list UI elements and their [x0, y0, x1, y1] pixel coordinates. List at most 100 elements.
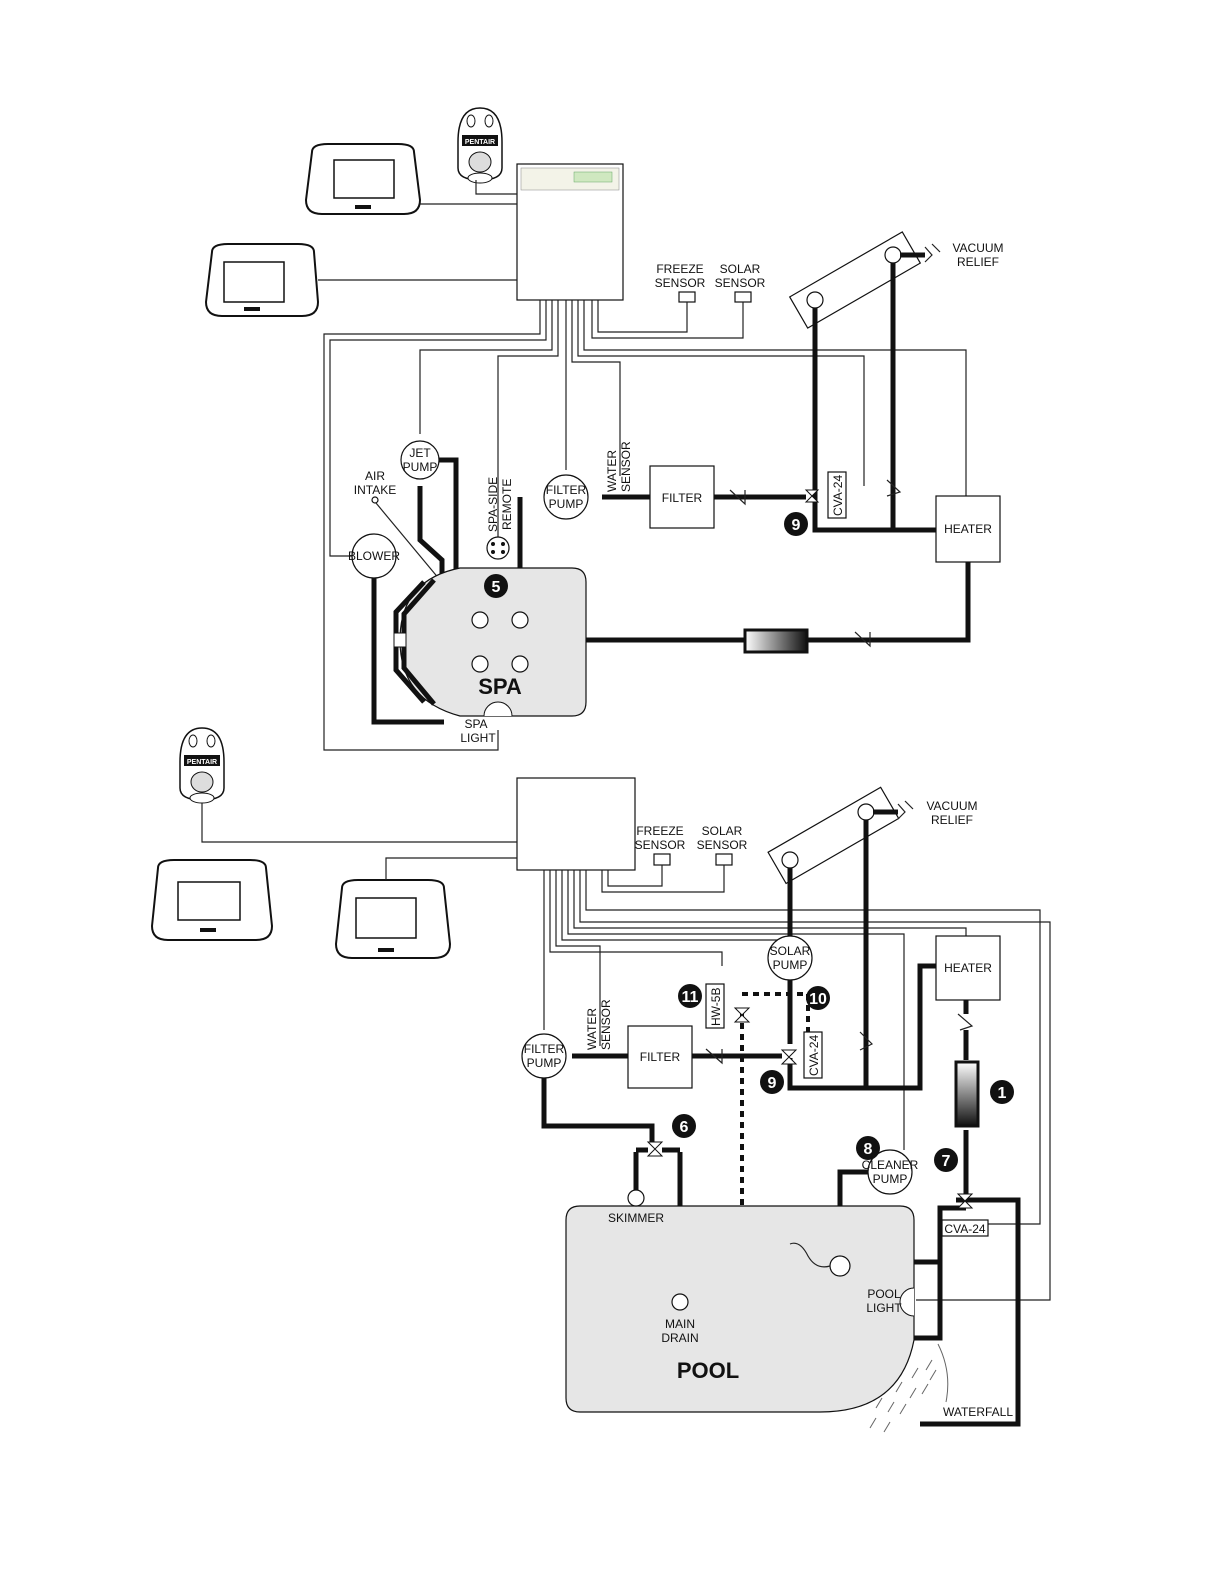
hw-valve [705, 983, 725, 1029]
waterfall [869, 1343, 949, 1433]
hw-valve-label: HW-5B [709, 988, 723, 1026]
filter-pump-label-top-2: PUMP [549, 497, 584, 511]
spa-valve-label: CVA-24 [831, 475, 845, 516]
indoor-control-panel-1 [304, 143, 422, 215]
solar-sensor-label-bottom-1: SOLAR [702, 824, 743, 838]
svg-text:10: 10 [809, 991, 827, 1008]
jet-pump-label-1: JET [409, 446, 431, 460]
vacuum-relief-label-bottom-1: VACUUM [926, 799, 977, 813]
svg-text:7: 7 [942, 1153, 951, 1170]
air-intake-label-1: AIR [365, 469, 385, 483]
wireless-remote-bottom: PENTAIR [179, 727, 225, 804]
svg-text:11: 11 [682, 989, 699, 1006]
pool-valve-label: CVA-24 [807, 1035, 821, 1076]
callout-5: 5 [484, 574, 508, 598]
freeze-sensor-label-2: SENSOR [655, 276, 706, 290]
freeze-sensor-label-1: FREEZE [656, 262, 703, 276]
heater-top [935, 495, 1001, 563]
cleaner-pump-label-1: CLEANER [862, 1158, 919, 1172]
solar-sensor-label-1: SOLAR [720, 262, 761, 276]
water-sensor-label-top-2: SENSOR [619, 441, 633, 492]
pool-light-label-1: POOL [867, 1287, 901, 1301]
svg-text:1: 1 [998, 1085, 1007, 1102]
svg-text:6: 6 [680, 1119, 689, 1136]
solar-collector-top [788, 231, 922, 329]
callout-6: 6 [672, 1114, 696, 1138]
svg-text:9: 9 [768, 1075, 777, 1092]
filter-pump-top [543, 474, 589, 520]
spa-light-label-2: LIGHT [460, 731, 496, 745]
callout-9-bottom: 9 [760, 1070, 784, 1094]
chlorinator-bottom [954, 1060, 980, 1128]
vacuum-relief-label-2: RELIEF [957, 255, 999, 269]
spa-side-remote [486, 536, 510, 560]
pool-valve-2-label: CVA-24 [944, 1222, 985, 1236]
skimmer-label: SKIMMER [608, 1211, 664, 1225]
spa-label: SPA [478, 674, 522, 699]
solar-sensor-box [734, 291, 752, 303]
water-sensor-label-bottom-2: SENSOR [599, 999, 613, 1050]
chlorinator-top [743, 628, 809, 654]
brand-logo-text: PENTAIR [465, 139, 495, 146]
water-sensor-label-bottom-1: WATER [585, 1008, 599, 1050]
filter-pump-bottom [521, 1033, 567, 1079]
jet-pump-label-2: PUMP [403, 460, 438, 474]
callout-10: 10 [806, 986, 830, 1010]
brand-logo-text-2: PENTAIR [187, 759, 217, 766]
callout-7: 7 [934, 1148, 958, 1172]
pool-body [565, 1205, 915, 1413]
indoor-control-panel-4 [334, 879, 452, 959]
pool-light-label-2: LIGHT [866, 1301, 902, 1315]
cva-valve-top [804, 489, 820, 503]
callout-11: 11 [678, 984, 702, 1008]
svg-text:8: 8 [864, 1141, 873, 1158]
load-center-bottom [516, 777, 636, 871]
solar-pump-label-1: SOLAR [770, 944, 811, 958]
indoor-control-panel-3 [150, 859, 274, 941]
filter-label-top: FILTER [662, 491, 703, 505]
filter-pump-label-top-1: FILTER [546, 483, 587, 497]
wireless-remote-top: PENTAIR [457, 107, 503, 184]
filter-bottom [627, 1025, 693, 1089]
main-drain-label-2: DRAIN [661, 1331, 698, 1345]
main-drain [671, 1293, 689, 1311]
heater-bottom [935, 935, 1001, 1001]
heater-label-bottom: HEATER [944, 961, 992, 975]
callout-9-top: 9 [784, 512, 808, 536]
callout-8: 8 [856, 1136, 880, 1160]
filter-pump-label-bottom-2: PUMP [527, 1056, 562, 1070]
solar-sensor-label-bottom-2: SENSOR [697, 838, 748, 852]
freeze-sensor-box-bottom [653, 853, 671, 866]
filter-top [649, 465, 715, 529]
blower-label: BLOWER [348, 549, 400, 563]
cleaner-pump-label-2: PUMP [873, 1172, 908, 1186]
check-valve-top-3 [854, 631, 871, 648]
solar-sensor-label-2: SENSOR [715, 276, 766, 290]
spa-body [399, 567, 587, 717]
water-sensor-label-top-1: WATER [605, 450, 619, 492]
waterfall-label: WATERFALL [943, 1405, 1013, 1419]
vacuum-relief-label-bottom-2: RELIEF [931, 813, 973, 827]
check-valve-top-1 [729, 489, 746, 506]
callout-1: 1 [990, 1080, 1014, 1104]
solar-pump-label-2: PUMP [773, 958, 808, 972]
main-drain-label-1: MAIN [665, 1317, 695, 1331]
heater-label-top: HEATER [944, 522, 992, 536]
cleaner-pump [867, 1149, 913, 1195]
freeze-sensor-label-bottom-1: FREEZE [636, 824, 683, 838]
filter-label-bottom: FILTER [640, 1050, 681, 1064]
pool-label: POOL [677, 1358, 739, 1383]
spa-side-remote-label-1: SPA-SIDE [486, 477, 500, 532]
svg-text:9: 9 [792, 517, 801, 534]
pool-cleaner [829, 1255, 851, 1277]
check-valve-top-2 [886, 479, 902, 497]
freeze-sensor-box [678, 291, 696, 303]
svg-text:5: 5 [492, 579, 501, 596]
indoor-control-panel-2 [204, 243, 320, 317]
skimmer [627, 1189, 645, 1207]
spa-light-label-1: SPA [464, 717, 487, 731]
vacuum-relief-label-1: VACUUM [952, 241, 1003, 255]
jet-pump [400, 440, 440, 480]
freeze-sensor-label-bottom-2: SENSOR [635, 838, 686, 852]
